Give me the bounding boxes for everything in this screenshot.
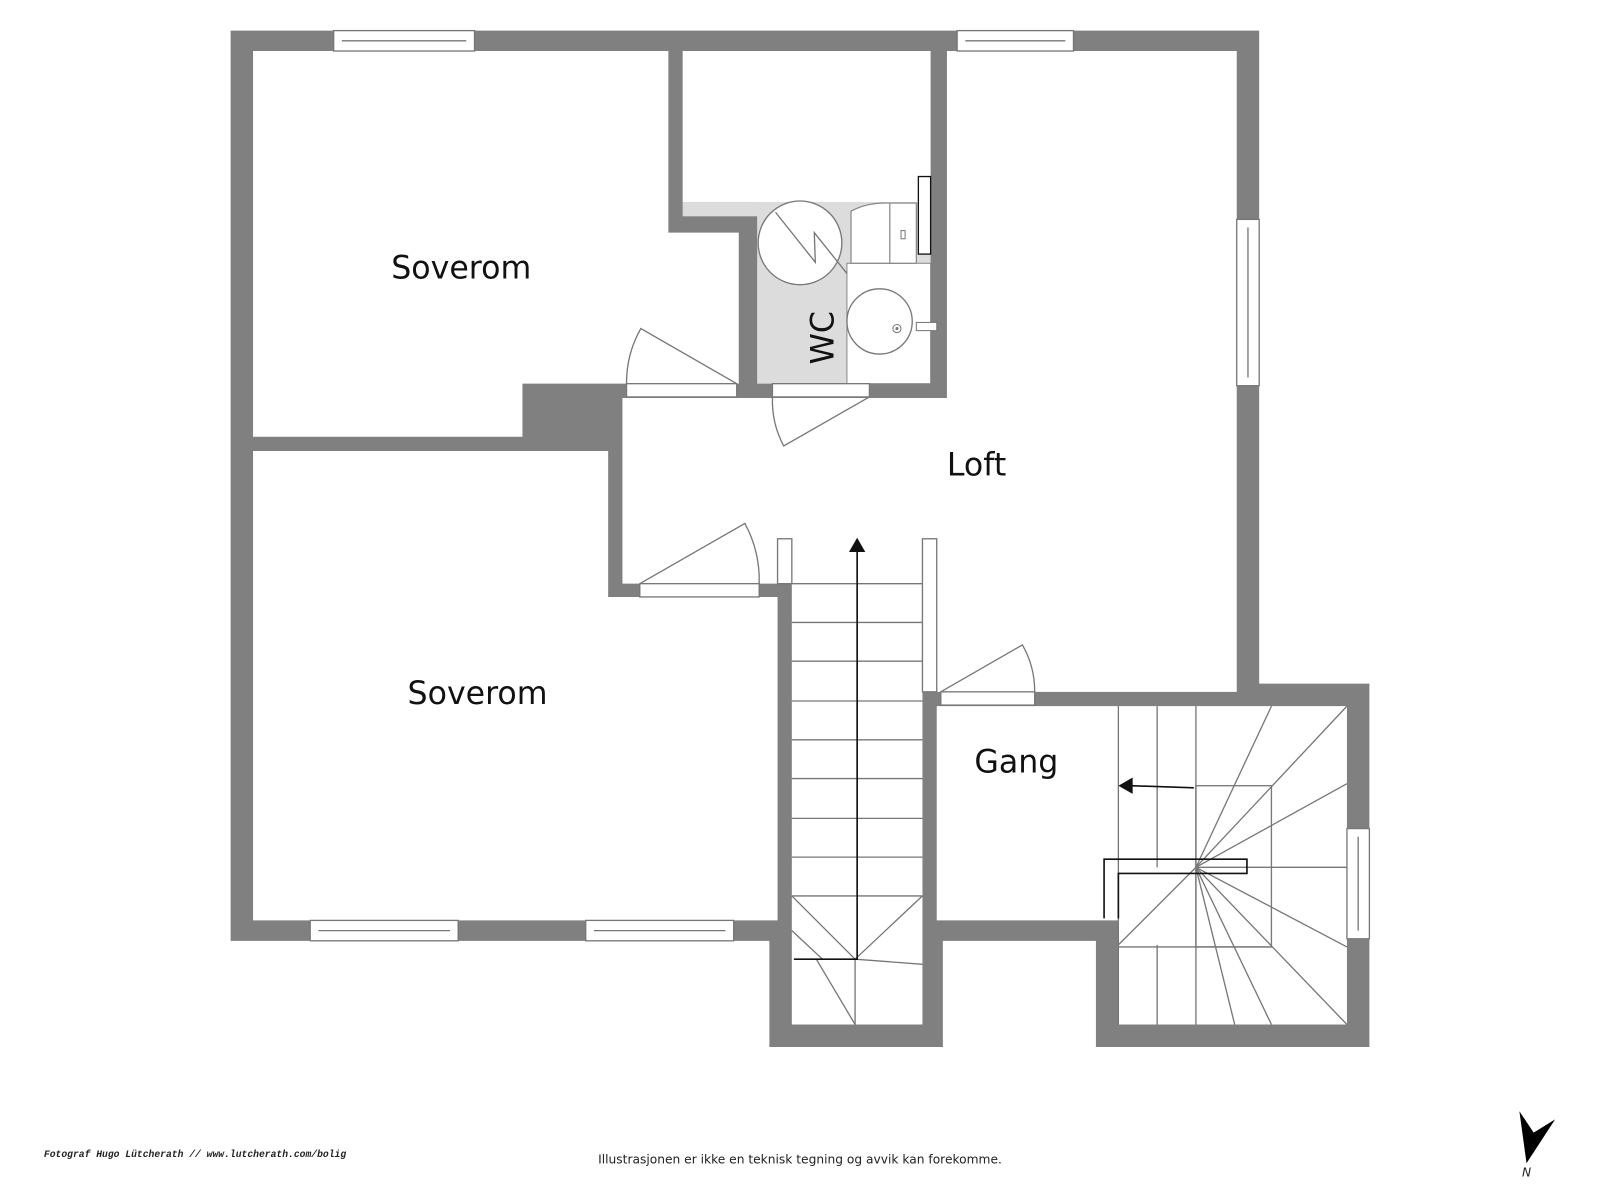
stair-arrow-icon: [848, 537, 866, 553]
room-label-bedroom-bottom: Soverom: [408, 676, 548, 712]
room-bedroom-top: [253, 51, 739, 437]
disclaimer: Illustrasjonen er ikke en teknisk tegnin…: [598, 1152, 1002, 1166]
room-label-bedroom-top: Soverom: [391, 251, 531, 287]
north-label: N: [1522, 1166, 1531, 1180]
wc-fixtures: [757, 175, 938, 355]
room-bedroom-bottom: [253, 451, 778, 921]
north-arrow-icon: [1519, 1111, 1556, 1164]
room-label-wc: WC: [806, 311, 842, 364]
windows: [309, 29, 1371, 942]
photographer-credit: Fotograf Hugo Lütcherath // www.lutchera…: [44, 1149, 346, 1160]
stair-arrow-icon: [1118, 777, 1133, 794]
room-closet: [682, 51, 931, 203]
room-loft: [622, 51, 1237, 1025]
room-label-loft: Loft: [947, 448, 1006, 484]
doors: [625, 327, 1036, 706]
sink-icon: [846, 288, 913, 355]
staircase-winding: [1103, 705, 1348, 1025]
stair-rail-left: [776, 538, 793, 585]
room-label-hall: Gang: [974, 744, 1058, 780]
stair-rail-right: [921, 538, 938, 693]
staircase-straight: [791, 551, 923, 1025]
